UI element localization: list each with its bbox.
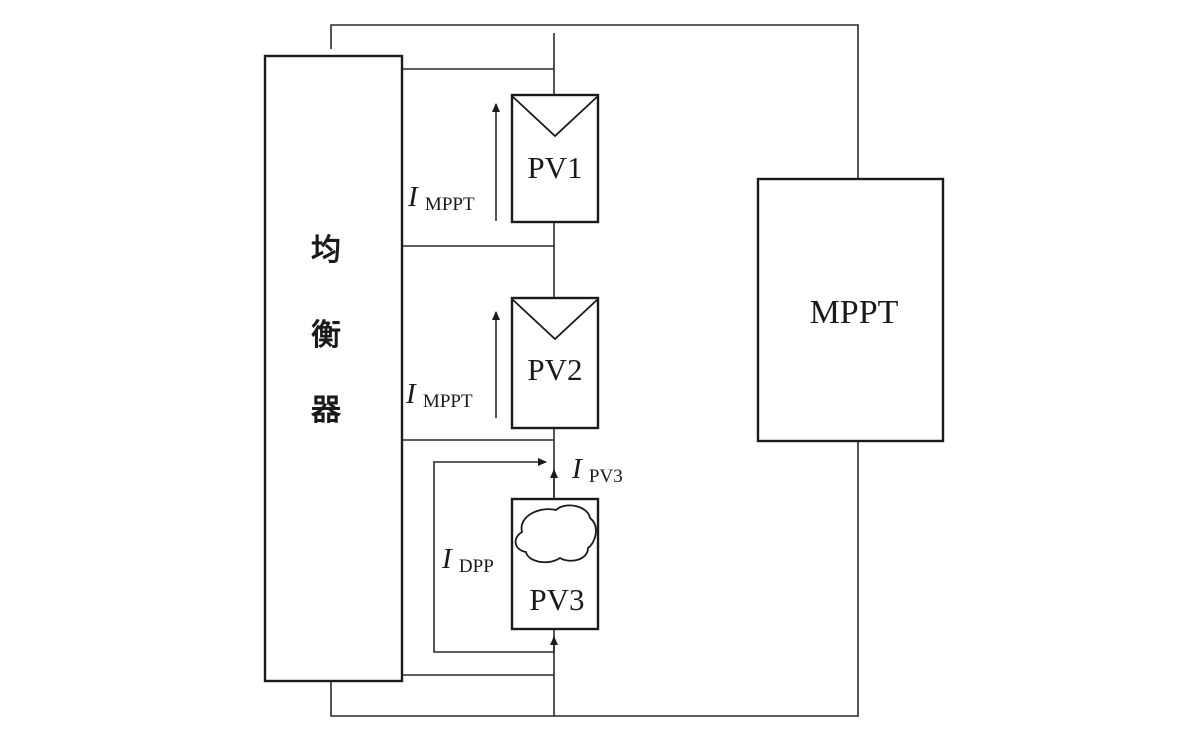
pv2-label: PV2 (527, 352, 582, 387)
current-label-dpp: I DPP (441, 543, 494, 577)
current-symbol: I (441, 543, 453, 575)
equalizer-char-1: 均 (311, 233, 341, 268)
equalizer-char-3: 器 (310, 393, 342, 428)
pv3-module: PV3 (510, 497, 600, 631)
pv1-module: PV1 (510, 93, 600, 224)
pv2-module: PV2 (510, 296, 600, 430)
current-symbol: I (407, 181, 419, 213)
current-label-mppt-1: I MPPT (407, 181, 475, 215)
current-subscript: PV3 (589, 466, 623, 487)
equalizer-char-2: 衡 (311, 318, 341, 353)
shading-cloud-icon (514, 504, 597, 564)
pv3-label: PV3 (529, 582, 584, 617)
equalizer-taps (402, 68, 554, 676)
current-symbol: I (405, 378, 417, 410)
equalizer-block: 均 衡 器 (263, 54, 404, 683)
current-subscript: MPPT (425, 194, 475, 215)
pv1-cell-triangle (511, 95, 599, 138)
dpp-loop (433, 458, 558, 653)
current-symbol: I (571, 453, 583, 485)
current-label-pv3: I PV3 (571, 453, 623, 487)
pv1-label: PV1 (527, 150, 582, 185)
mppt-block: MPPT (756, 177, 945, 443)
current-subscript: MPPT (423, 391, 473, 412)
pv2-cell-triangle (511, 298, 599, 341)
current-subscript: DPP (459, 556, 494, 577)
current-label-mppt-2: I MPPT (405, 378, 473, 412)
mppt-label: MPPT (810, 294, 899, 331)
outer-loop-wires (330, 24, 859, 717)
